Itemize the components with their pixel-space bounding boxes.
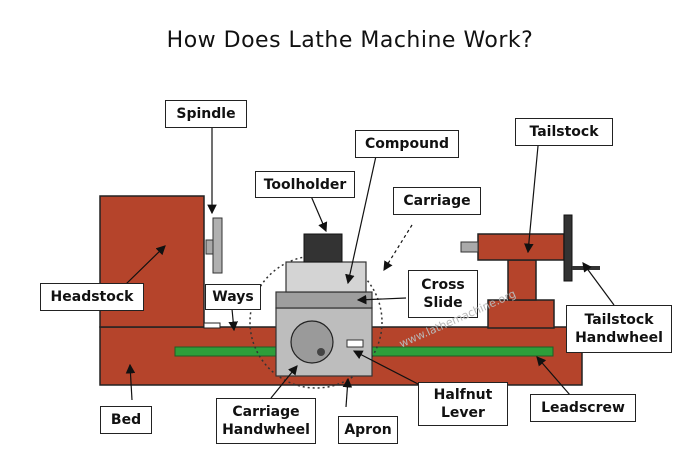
- label-toolholder: Toolholder: [255, 171, 355, 198]
- label-halfnut-lever: Halfnut Lever: [418, 382, 508, 426]
- label-leadscrew: Leadscrew: [530, 394, 636, 422]
- label-apron: Apron: [338, 416, 398, 444]
- ways-piece: [203, 322, 221, 329]
- tailstock-column: [507, 259, 537, 301]
- label-carriage-handwheel: Carriage Handwheel: [216, 398, 316, 444]
- tailstock-head: [477, 233, 565, 261]
- label-cross-slide: Cross Slide: [408, 270, 478, 318]
- toolholder-body: [303, 233, 343, 263]
- carriage-handwheel-disc: [290, 320, 334, 364]
- tailstock-quill: [460, 241, 479, 253]
- cross-slide-body: [275, 291, 373, 309]
- halfnut-slot: [346, 339, 364, 348]
- label-bed: Bed: [100, 406, 152, 434]
- label-headstock: Headstock: [40, 283, 144, 311]
- page-title: How Does Lathe Machine Work?: [166, 28, 534, 53]
- label-spindle: Spindle: [165, 100, 247, 128]
- label-tailstock-handwheel: Tailstock Handwheel: [566, 305, 672, 353]
- label-compound: Compound: [355, 130, 459, 158]
- tailstock-handwheel-disc: [563, 214, 573, 282]
- handwheel-knob: [317, 348, 325, 356]
- label-carriage: Carriage: [393, 187, 481, 215]
- label-ways: Ways: [205, 284, 261, 310]
- compound-body: [285, 261, 367, 293]
- tailstock-base: [487, 299, 555, 329]
- label-tailstock: Tailstock: [515, 118, 613, 146]
- spindle-chuck: [212, 217, 223, 274]
